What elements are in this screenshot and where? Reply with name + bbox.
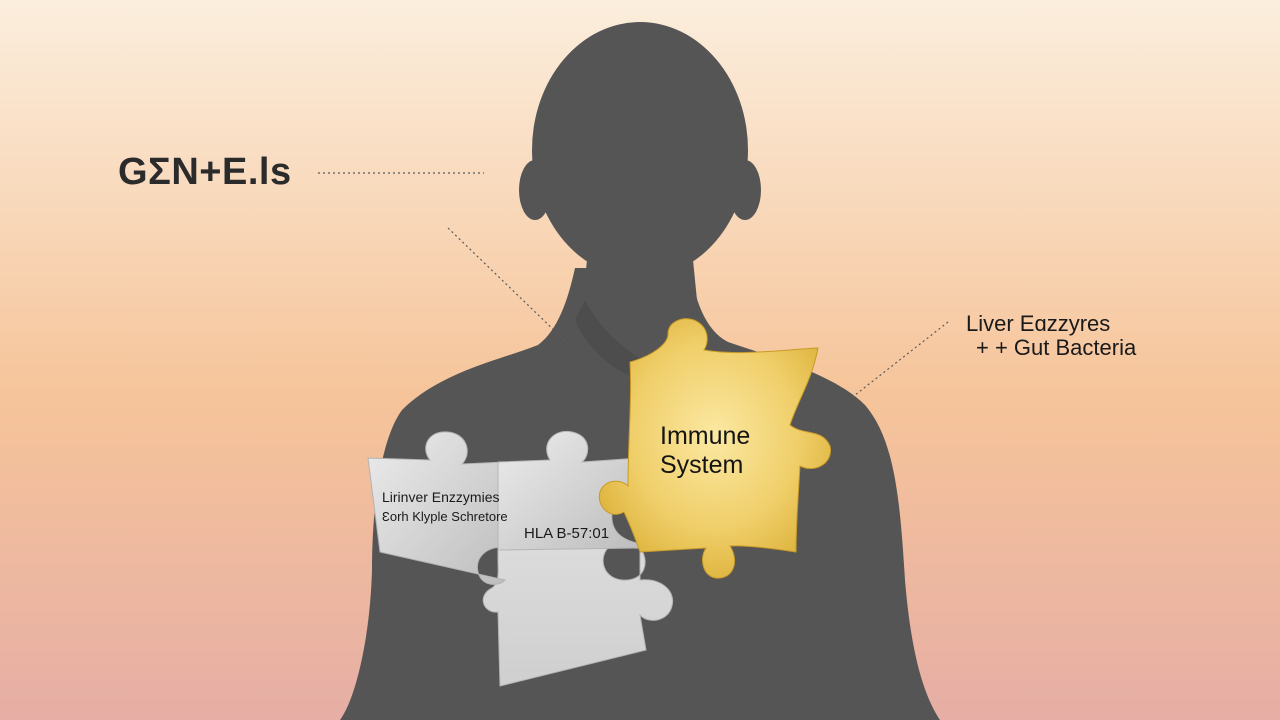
system-text: System [660,451,744,479]
silhouette-right-ear [729,160,761,220]
gut-bacteria-text: + + Gut Bacteria [976,335,1137,360]
left-piece-line1: Lirinver Enzzymies [382,489,500,505]
silhouette-neck-shadow [575,300,645,380]
liver-enzymes-text: Liver Eɑzzyres [966,311,1111,336]
puzzle-piece-hla-lower [482,539,674,687]
hla-label: HLA B-57:01 [524,525,610,542]
silhouette-head [532,22,748,278]
connector-lines [318,172,949,433]
immune-text: Immune [660,422,751,450]
puzzle-piece-immune-system [598,318,832,579]
neck-connector [447,227,586,361]
silhouette-left-ear [519,160,551,220]
left-piece-label: Lirinver Enzzymies Ɛorh Klyple Schretore [382,488,508,526]
genes-label: GΣN+E.ls [118,151,292,193]
liver-gut-bacteria-label: Liver Eɑzzyres + + Gut Bacteria [966,312,1136,360]
immune-system-label: Immune System [660,422,750,480]
grey-puzzle-pieces [367,430,674,687]
left-piece-line2: Ɛorh Klyple Schretore [382,509,508,524]
